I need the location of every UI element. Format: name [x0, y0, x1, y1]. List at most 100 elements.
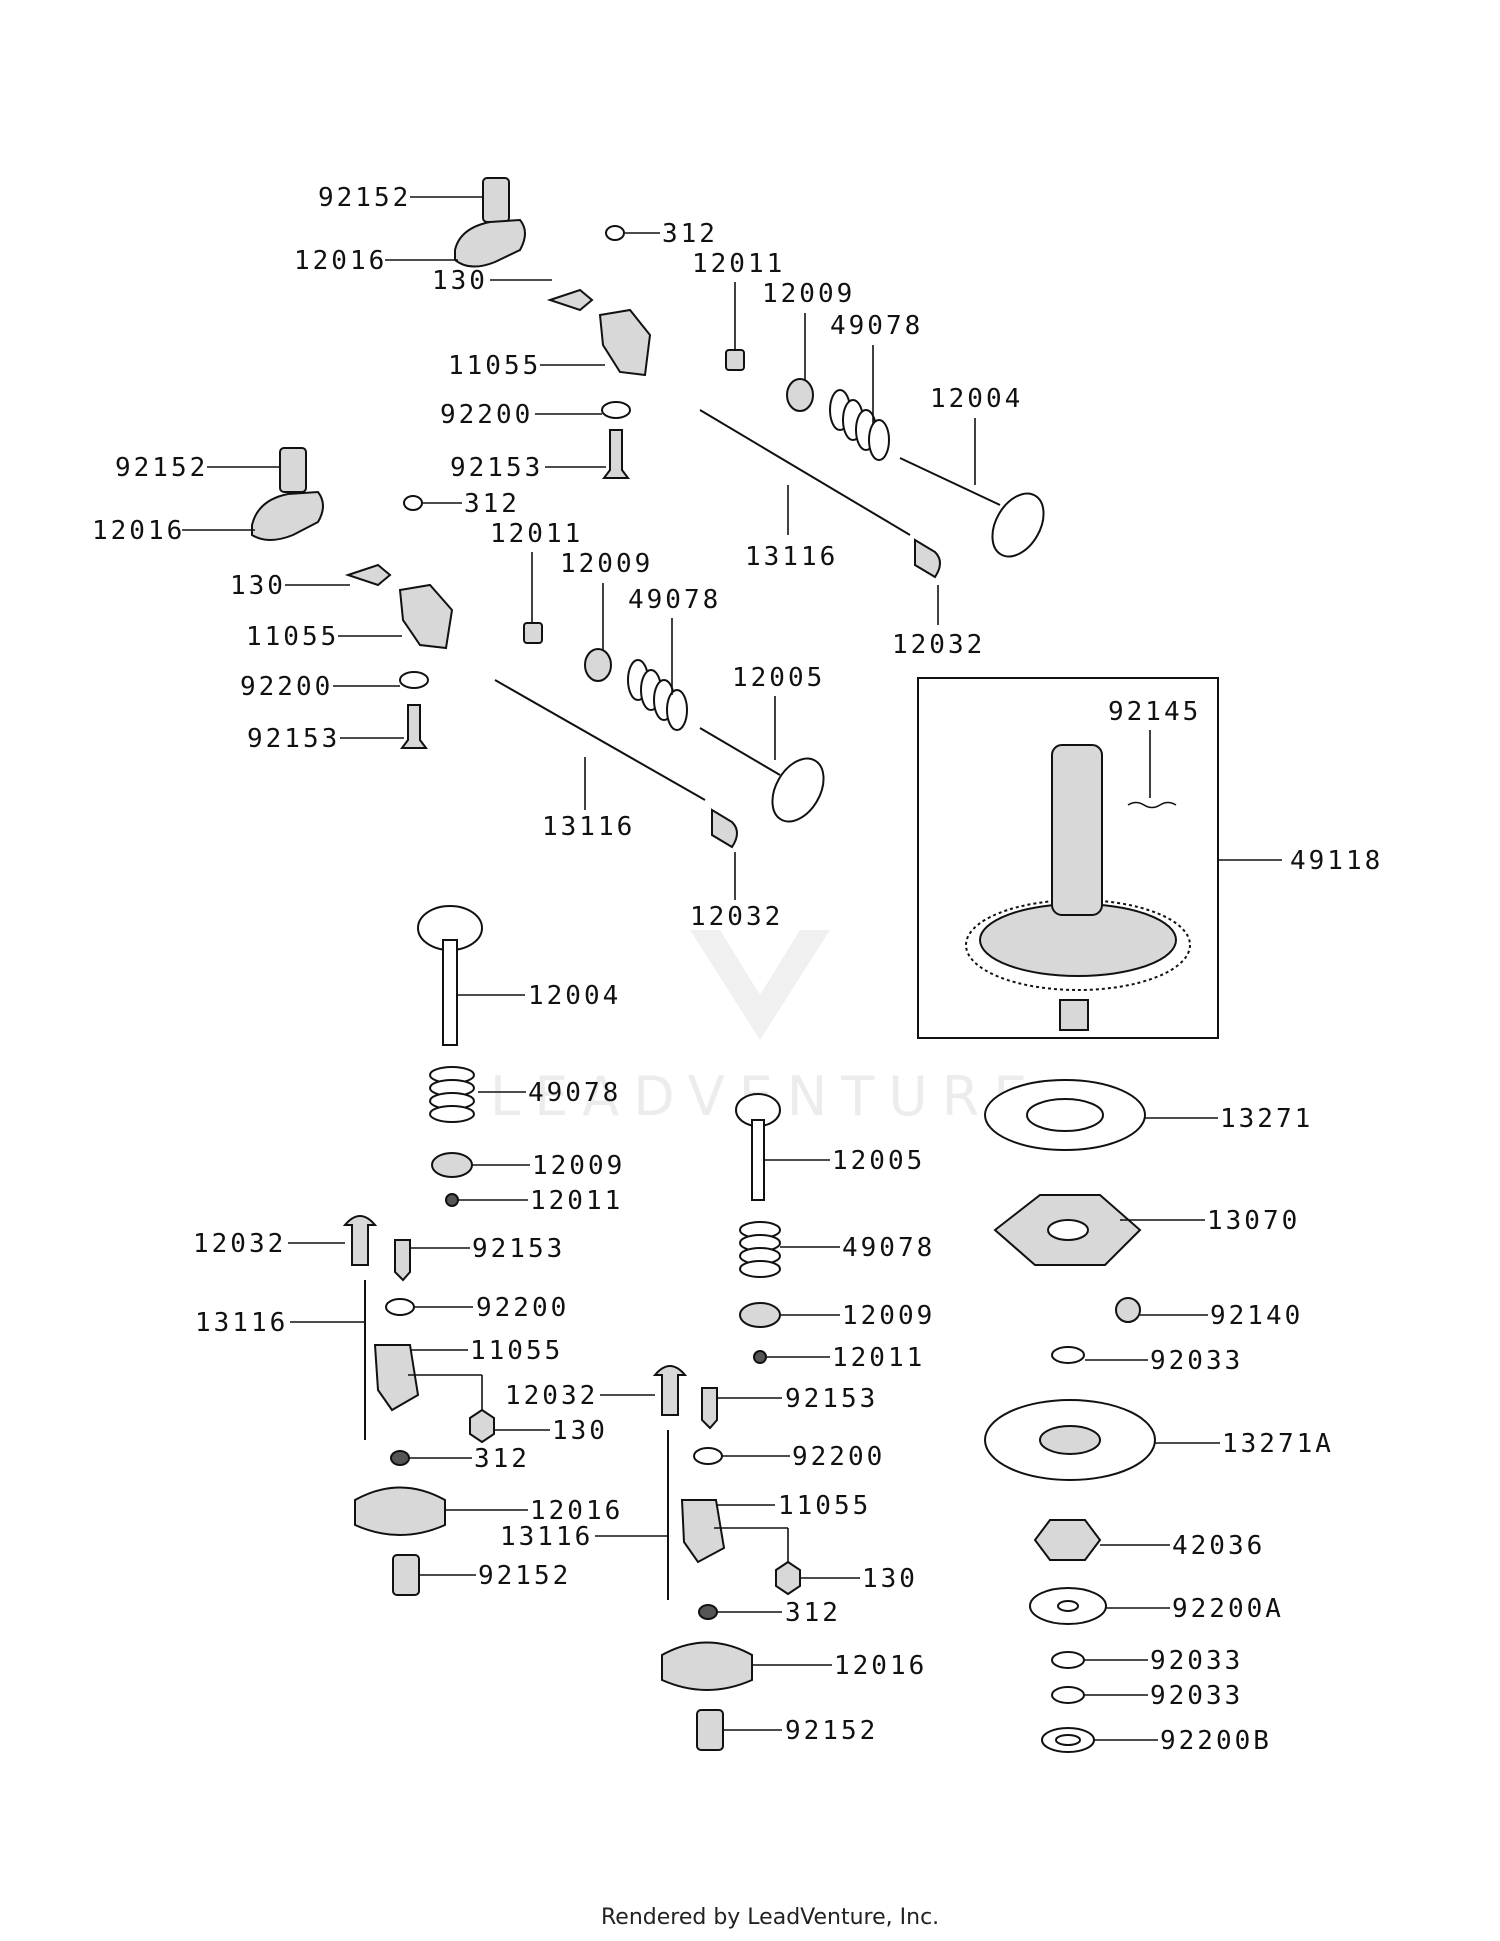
part-label: 92153: [247, 724, 340, 754]
part-label: 12032: [193, 1229, 286, 1259]
circlip-92033: [1051, 1346, 1085, 1364]
part-label: 12009: [532, 1151, 625, 1181]
part-label: 12032: [690, 902, 783, 932]
nut-312: [605, 225, 625, 241]
part-label: 92200: [476, 1293, 569, 1323]
camshaft-stub: [1059, 999, 1089, 1031]
adjust-screw-92153: [400, 704, 428, 749]
valve-stack-left: [342, 905, 495, 1596]
part-label: 13116: [745, 542, 838, 572]
part-label: 13116: [195, 1308, 288, 1338]
part-label: 13070: [1207, 1206, 1300, 1236]
part-label: 92153: [472, 1234, 565, 1264]
part-label: 92200A: [1172, 1594, 1284, 1624]
adjust-screw-92153: [602, 429, 630, 479]
washer-92200: [693, 1447, 723, 1465]
camshaft-frame: [917, 677, 1219, 1039]
part-label: 312: [464, 489, 520, 519]
part-label: 12009: [560, 549, 653, 579]
ball-92140: [1115, 1297, 1141, 1323]
part-label: 92033: [1150, 1646, 1243, 1676]
part-label: 49078: [830, 311, 923, 341]
adjust-screw-92153: [701, 1387, 718, 1430]
rocker-bracket-11055: [680, 1499, 726, 1564]
valve-stem-12004: [899, 457, 1001, 506]
part-label: 13271: [1220, 1104, 1313, 1134]
cup-13271A-hub: [1039, 1425, 1101, 1455]
pivot-bushing-92152: [279, 447, 307, 493]
retainer-12009: [584, 648, 612, 682]
part-label: 130: [432, 266, 488, 296]
part-label: 92200: [792, 1442, 885, 1472]
part-label: 12005: [832, 1146, 925, 1176]
retainer-12009: [431, 1152, 473, 1178]
part-label: 49118: [1290, 846, 1383, 876]
gear-42036: [1033, 1519, 1102, 1561]
part-label: 92152: [115, 453, 208, 483]
valve-head-12004: [991, 492, 1045, 558]
part-label: 12009: [762, 279, 855, 309]
part-label: 12011: [832, 1343, 925, 1373]
part-label: 49078: [842, 1233, 935, 1263]
rocker-arm-12016: [354, 1486, 446, 1536]
valve-stem-12005: [699, 727, 781, 776]
rocker-assembly-middle: [251, 447, 825, 849]
tappet-12032: [711, 808, 738, 849]
camshaft-assembly-box: [917, 677, 1219, 1039]
part-label: 92200: [240, 672, 333, 702]
part-label: 92200B: [1160, 1726, 1272, 1756]
part-label: 12004: [528, 981, 621, 1011]
part-label: 92200: [440, 400, 533, 430]
circlip-92033: [1051, 1686, 1085, 1704]
part-label: 92152: [785, 1716, 878, 1746]
adjust-screw-92153: [394, 1239, 411, 1282]
part-label: 12032: [892, 630, 985, 660]
nut-312: [698, 1604, 718, 1620]
part-label: 92153: [785, 1384, 878, 1414]
valve-cap-12011: [753, 1350, 767, 1364]
rocker-bracket-11055: [398, 583, 454, 650]
rocker-assembly-upper: [454, 177, 1045, 579]
retainer-12009: [739, 1302, 781, 1328]
spring-49078: [739, 1221, 781, 1278]
camshaft-body: [1051, 744, 1103, 916]
tappet-12032: [342, 1215, 378, 1266]
part-label: 92145: [1108, 697, 1201, 727]
part-label: 13116: [500, 1522, 593, 1552]
part-label: 11055: [448, 351, 541, 381]
part-label: 12011: [490, 519, 583, 549]
push-rod-13116: [494, 679, 706, 801]
part-label: 312: [785, 1598, 841, 1628]
part-label: 12032: [505, 1381, 598, 1411]
part-label: 92152: [318, 183, 411, 213]
part-label: 92033: [1150, 1346, 1243, 1376]
part-label: 12016: [294, 246, 387, 276]
part-label: 49078: [628, 585, 721, 615]
valve-cap-12011: [523, 622, 543, 644]
part-label: 12011: [692, 249, 785, 279]
pivot-bushing-92152: [482, 177, 510, 223]
part-label: 130: [230, 571, 286, 601]
bolt-130: [469, 1408, 495, 1444]
part-label: 130: [552, 1416, 608, 1446]
part-label: 312: [662, 219, 718, 249]
bolt-130: [775, 1560, 801, 1596]
part-label: 92152: [478, 1561, 571, 1591]
spring-92145: [1127, 801, 1177, 809]
valve-stack-middle: [652, 1093, 801, 1751]
part-label: 13271A: [1222, 1429, 1334, 1459]
bolt-130: [344, 563, 392, 587]
part-label: 92140: [1210, 1301, 1303, 1331]
tappet-12032: [914, 538, 941, 579]
nut-312: [403, 495, 423, 511]
governor-holder-hub: [1047, 1219, 1089, 1241]
part-label: 12016: [834, 1651, 927, 1681]
part-label: 12011: [530, 1186, 623, 1216]
pivot-bushing-92152: [696, 1709, 724, 1751]
part-label: 13116: [542, 812, 635, 842]
retainer-12009: [786, 378, 814, 412]
part-labels: 92152 12016 312 12011 130 11055 92200 92…: [92, 183, 1383, 1756]
valve-head-12005: [771, 757, 825, 823]
governor-stack: [984, 1079, 1156, 1753]
washer-92200: [399, 671, 429, 689]
